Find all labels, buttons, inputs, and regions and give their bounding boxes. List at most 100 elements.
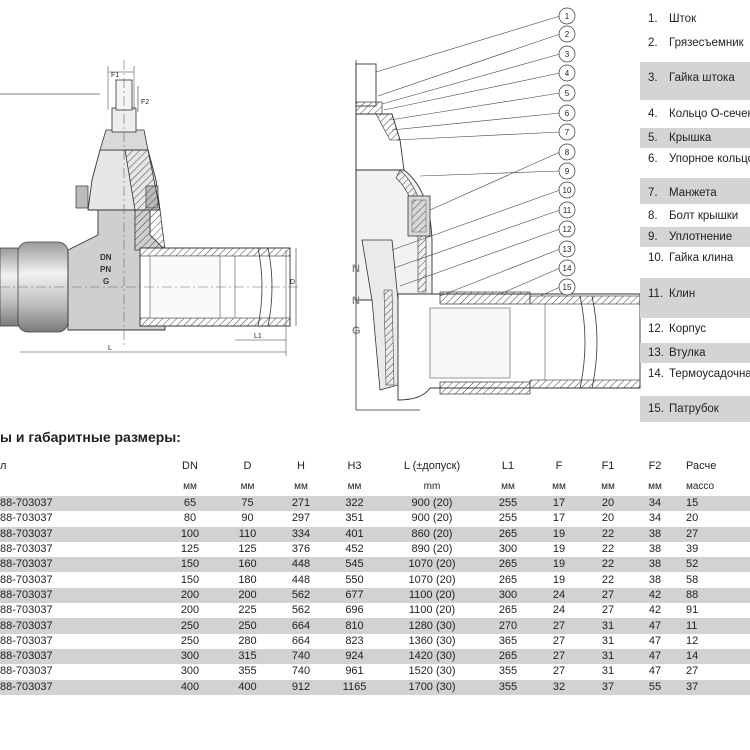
table-cell: 27: [601, 604, 615, 617]
table-cell: 900 (20): [411, 512, 453, 525]
column-header: F: [555, 460, 563, 472]
table-cell: 80: [183, 512, 197, 525]
table-cell: 300: [180, 665, 200, 678]
table-cell: 740: [291, 665, 311, 678]
table-cell: 271: [275, 496, 327, 512]
table-cell: 42: [632, 587, 678, 604]
part-name: Втулка: [669, 347, 706, 359]
part-number: 13.: [648, 347, 664, 359]
table-header-row: л DN D H H3 L (±допуск) L1 F F1 F2 Расче: [0, 456, 750, 476]
table-cell: 265: [482, 526, 534, 542]
part-item-stem-nut: 3.Гайка штока: [640, 62, 750, 100]
table-cell: 677: [327, 587, 382, 604]
unit-cell: мм: [552, 480, 566, 492]
table-cell: 31: [601, 634, 615, 647]
callout-7: 7: [395, 123, 576, 141]
part-item-wiper: 2.Грязесъемник: [640, 36, 750, 50]
article-cell: 88-703037: [0, 634, 53, 647]
table-cell: 20: [584, 496, 632, 512]
table-cell: 19: [534, 557, 584, 573]
table-cell: 17: [534, 496, 584, 512]
part-number: 1.: [648, 13, 658, 25]
part-item-body: 12.Корпус: [640, 322, 750, 336]
table-cell: 88: [678, 587, 750, 604]
table-cell: 19: [552, 573, 566, 586]
part-item-sleeve: 13. Втулка: [640, 343, 750, 363]
unit-cell: мм: [347, 480, 362, 492]
unit-cell: мм: [648, 480, 662, 492]
column-header: Расче: [686, 460, 717, 472]
callout-3: 3: [381, 45, 576, 105]
table-cell: 1165: [327, 679, 382, 695]
table-cell: 365: [498, 634, 518, 647]
table-cell: 125: [180, 543, 200, 556]
svg-text:6: 6: [565, 109, 570, 118]
table-cell: 19: [534, 526, 584, 542]
table-cell: 265: [498, 604, 518, 617]
table-cell: 38: [632, 557, 678, 573]
svg-text:9: 9: [565, 167, 570, 176]
table-cell: 1420 (30): [382, 648, 482, 665]
table-cell: 12: [686, 634, 699, 647]
table-cell: 1280 (30): [382, 618, 482, 634]
callout-13: 13: [439, 240, 576, 297]
table-cell: 58: [686, 573, 699, 586]
table-cell: 1070 (20): [382, 557, 482, 573]
table-cell: 1070 (20): [408, 573, 456, 586]
callout-4: 4: [383, 64, 576, 111]
table-cell: 225: [238, 604, 257, 617]
callout-15: 15: [539, 278, 576, 297]
part-item-bonnet-bolt: 8.Болт крышки: [640, 209, 750, 223]
table-cell: 31: [584, 648, 632, 665]
callout-group: 1 2 3 4 5 6 7 8 9 10 11 12 13 14 15: [375, 7, 576, 297]
article-cell: 88-703037: [0, 679, 160, 695]
table-cell: 250: [160, 618, 220, 634]
table-cell: 334: [275, 526, 327, 542]
svg-text:3: 3: [565, 50, 570, 59]
article-cell: 88-703037: [0, 496, 160, 512]
table-cell: 550: [345, 573, 364, 586]
table-cell: 91: [686, 604, 699, 617]
part-number: 7.: [648, 187, 658, 199]
table-cell: 401: [327, 526, 382, 542]
table-cell: 100: [160, 526, 220, 542]
table-cell: 1100 (20): [382, 587, 482, 604]
table-cell: 860 (20): [382, 526, 482, 542]
dim-label-d: D: [290, 279, 295, 286]
article-cell: 88-703037: [0, 573, 53, 586]
part-number: 14.: [648, 368, 664, 380]
table-cell: 562: [275, 587, 327, 604]
table-cell: 448: [275, 557, 327, 573]
part-item-wedge: 11.Клин: [640, 278, 750, 318]
article-cell: 88-703037: [0, 543, 53, 556]
table-cell: 376: [291, 543, 311, 556]
part-item-seal: 9.Уплотнение: [640, 227, 750, 247]
table-cell: 400: [160, 679, 220, 695]
callout-12: 12: [399, 220, 576, 287]
column-header: L1: [501, 460, 515, 472]
table-cell: 448: [291, 573, 311, 586]
column-header: H3: [347, 460, 362, 472]
table-cell: 110: [220, 526, 275, 542]
table-cell: 265: [482, 557, 534, 573]
svg-text:1: 1: [565, 12, 570, 21]
dim-label-l: L: [108, 345, 112, 352]
valve-front-view: F1 F2 DN PN G D L L1: [0, 60, 300, 356]
part-number: 8.: [648, 210, 658, 222]
table-cell: 961: [345, 665, 364, 678]
table-cell: 38: [648, 573, 662, 586]
table-cell: 55: [632, 679, 678, 695]
part-name: Грязесъемник: [669, 37, 744, 49]
part-number: 6.: [648, 153, 658, 165]
callout-2: 2: [377, 25, 576, 97]
part-item-spigot: 15.Патрубок: [640, 396, 750, 422]
part-name: Кольцо О-сечения: [669, 108, 750, 120]
article-cell: 88-703037: [0, 604, 53, 617]
table-cell: 322: [327, 496, 382, 512]
table-units-row: мм мм мм мм mm мм мм мм мм массо: [0, 476, 750, 496]
table-cell: 27: [552, 665, 566, 678]
